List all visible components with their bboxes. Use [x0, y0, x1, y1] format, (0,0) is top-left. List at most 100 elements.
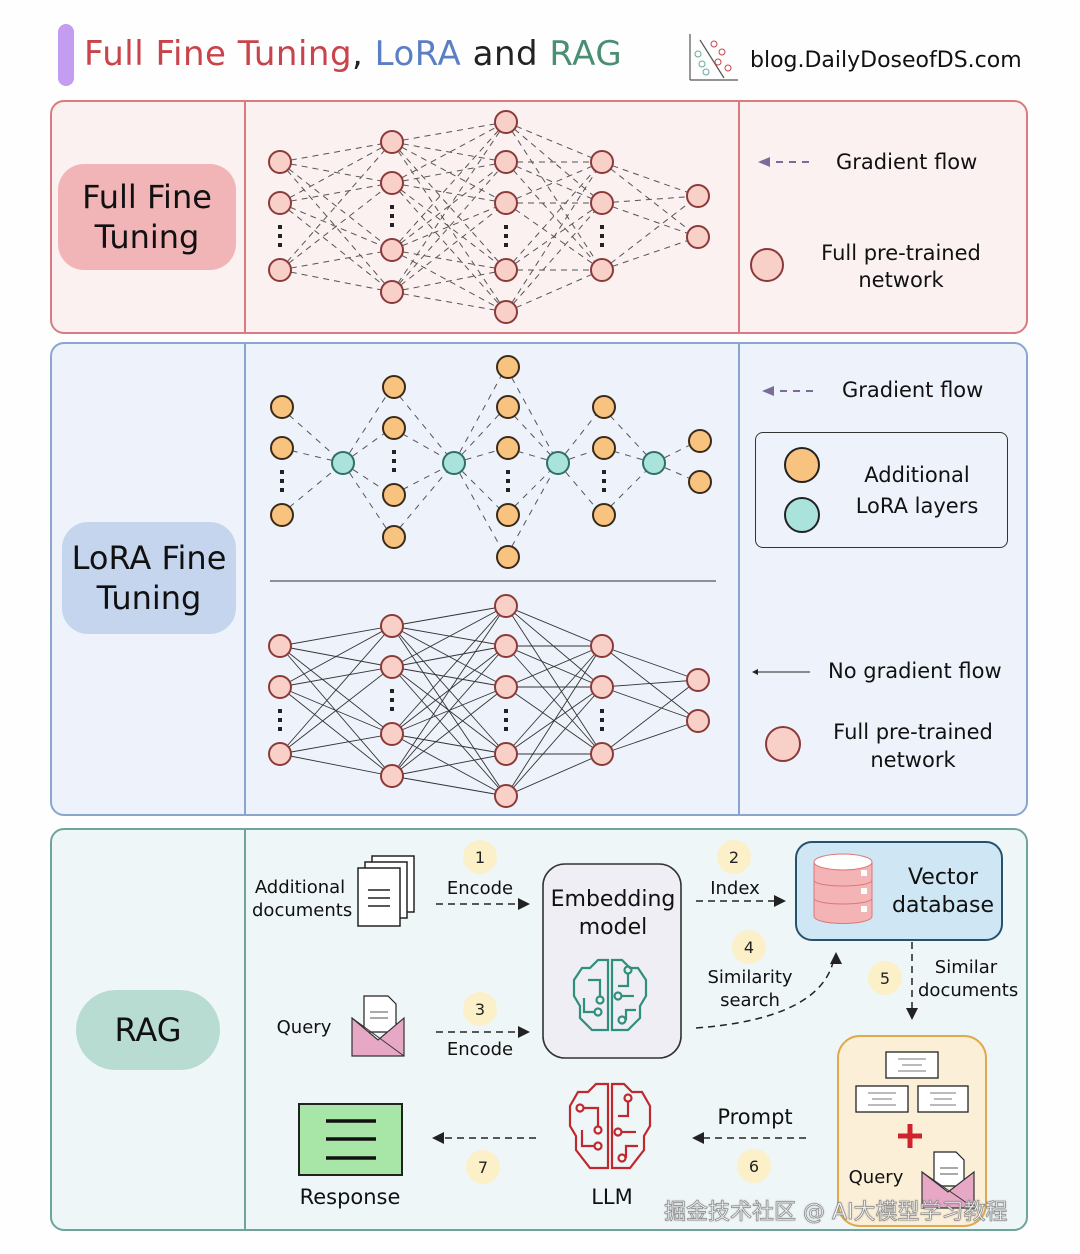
step-2-label: Index: [710, 878, 760, 899]
network-node: [686, 225, 710, 249]
database-cylinder-icon: [813, 853, 873, 924]
response-label: Response: [299, 1185, 401, 1209]
ellipsis-dot: [390, 214, 394, 218]
network-edge: [391, 182, 507, 313]
network-edge: [279, 666, 393, 688]
network-node: [380, 130, 404, 154]
network-edge: [505, 605, 603, 647]
lora-orange-node: [496, 395, 520, 419]
lora-orange-node: [382, 416, 406, 440]
legend-gradient-flow: Gradient flow: [842, 378, 984, 402]
legend-line: Full pre-trained: [821, 241, 981, 265]
legend-gradient-flow: Gradient flow: [836, 150, 978, 174]
network-edge: [505, 121, 603, 163]
lora-orange-node: [270, 503, 294, 527]
label-line: Additional: [254, 877, 346, 898]
network-edge: [505, 605, 603, 755]
lora-edge: [505, 462, 559, 558]
step-6-label: Prompt: [717, 1105, 793, 1129]
network-edge: [279, 733, 393, 755]
network-node: [268, 742, 292, 766]
lora-orange-node: [688, 429, 712, 453]
network-node: [590, 191, 614, 215]
ellipsis-dot: [600, 709, 604, 713]
network-edge: [505, 161, 603, 271]
network-edge: [601, 720, 699, 755]
network-edge: [505, 121, 603, 204]
label-line: Similar: [934, 957, 998, 978]
label-line: LoRA Fine: [71, 539, 227, 577]
additional-documents-label: Additional documents: [252, 876, 352, 922]
network-node: [494, 784, 518, 808]
rag-label: RAG: [76, 990, 220, 1070]
ellipsis-dot: [278, 727, 282, 731]
network-node: [494, 634, 518, 658]
ellipsis-dot: [278, 709, 282, 713]
lora-edge: [453, 462, 507, 516]
label-line: Full Fine: [82, 178, 212, 216]
network-edge: [279, 625, 393, 755]
network-edges: [279, 121, 699, 313]
legend-no-gradient-flow: No gradient flow: [828, 659, 1002, 683]
network-node: [590, 634, 614, 658]
vector-database-label: Vector database: [880, 864, 1006, 920]
query-envelope-icon: [351, 995, 405, 1057]
step-badge-6: 6: [737, 1149, 771, 1183]
lora-edge: [279, 406, 344, 464]
legend-additional-lora: Additional LoRA layers: [842, 460, 992, 522]
lora-teal-node: [642, 451, 666, 475]
network-edge: [391, 666, 507, 688]
network-node: [590, 742, 614, 766]
label-line: model: [578, 915, 648, 940]
network-edge: [391, 182, 507, 204]
similarity-search-arrow: [695, 957, 835, 1029]
divider: [244, 830, 246, 1229]
ellipsis-dot: [600, 727, 604, 731]
label-line: search: [720, 990, 780, 1011]
lora-legend-box: [755, 432, 1008, 548]
lora-orange-node: [688, 470, 712, 494]
network-edge: [505, 605, 603, 688]
network-edge: [601, 195, 699, 204]
network-edge: [279, 249, 393, 271]
network-node: [380, 722, 404, 746]
legend-line: Additional: [864, 463, 970, 487]
step-5-label: Similar documents: [918, 956, 1018, 1002]
network-edge: [601, 195, 699, 271]
retrieved-docs-icon: [855, 1051, 969, 1113]
network-edge: [505, 202, 603, 313]
network-edge: [279, 625, 393, 688]
lora-teal-node: [546, 451, 570, 475]
divider: [738, 344, 740, 814]
network-edge: [279, 182, 393, 271]
lora-teal-node: [331, 451, 355, 475]
divider: [738, 102, 740, 332]
step-4-label: Similarity search: [700, 966, 800, 1012]
step-badge-1: 1: [463, 840, 497, 874]
network-edge: [391, 141, 507, 163]
network-node: [590, 150, 614, 174]
network-node: [380, 655, 404, 679]
network-edge: [391, 733, 507, 755]
network-node: [268, 675, 292, 699]
network-edge: [391, 182, 507, 271]
ellipsis-dot: [504, 234, 508, 238]
network-edge: [279, 202, 393, 293]
label-line: Tuning: [94, 218, 200, 256]
prompt-box-query-label: Query: [848, 1167, 904, 1188]
lora-orange-node: [382, 483, 406, 507]
legend-line: network: [858, 268, 944, 292]
network-node: [268, 258, 292, 282]
network-edge: [391, 161, 507, 184]
blog-url[interactable]: blog.DailyDoseofDS.com: [750, 48, 1022, 73]
label-line: Similarity: [707, 967, 793, 988]
divider: [244, 344, 246, 814]
network-node: [590, 258, 614, 282]
network-node: [380, 764, 404, 788]
llm-label: LLM: [591, 1185, 633, 1209]
legend-line: LoRA layers: [855, 494, 979, 518]
ellipsis-dot: [504, 225, 508, 229]
lora-orange-node: [496, 355, 520, 379]
network-edge: [391, 161, 507, 251]
